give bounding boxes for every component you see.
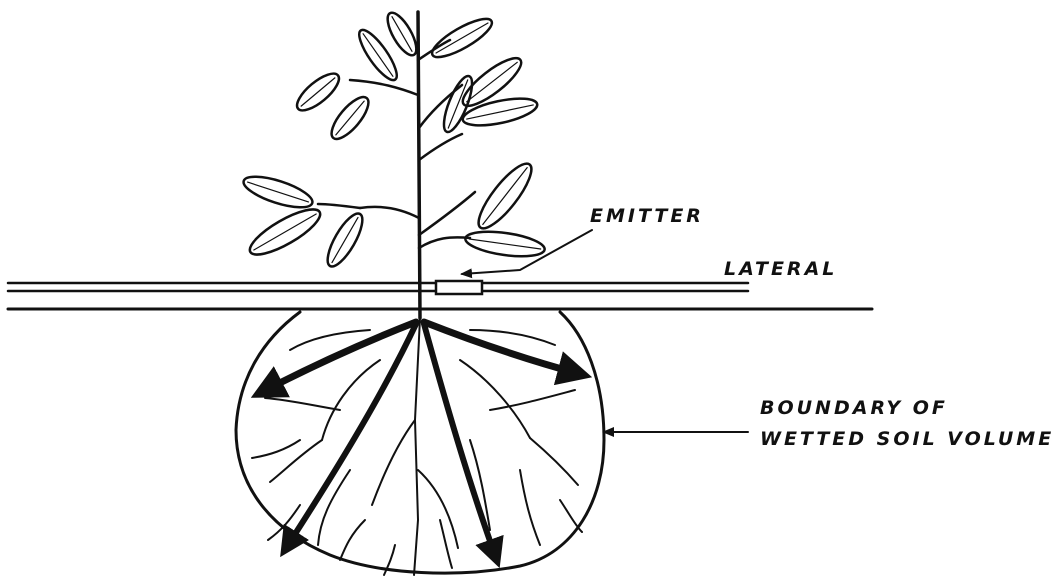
plant-leaves [240, 9, 546, 271]
leaf-right-b [461, 93, 540, 130]
leaf-mid-left-c [321, 209, 368, 271]
leaf-left-a [292, 68, 345, 117]
leaf-upper-right [428, 12, 497, 63]
lateral-label: LATERAL [724, 258, 837, 280]
emitter [436, 281, 482, 294]
lateral-pipe [8, 283, 748, 291]
leaf-mid-left-a [240, 170, 315, 213]
flow-arrow-right [424, 322, 580, 374]
leaf-mid-right-b [464, 228, 546, 261]
emitter-label: EMITTER [590, 205, 704, 227]
leaf-mid-left-b [244, 202, 325, 263]
root-network [252, 318, 582, 575]
wetted-soil-boundary [236, 312, 604, 573]
flow-arrow-down-left [286, 324, 416, 548]
boundary-label-line2: WETTED SOIL VOLUME [760, 428, 1054, 450]
flow-arrow-left [262, 322, 416, 392]
boundary-label-line1: BOUNDARY OF [760, 397, 948, 419]
leaf-mid-right-a [471, 157, 539, 235]
leaf-upper-left [353, 25, 402, 84]
leaf-left-b [326, 92, 375, 145]
